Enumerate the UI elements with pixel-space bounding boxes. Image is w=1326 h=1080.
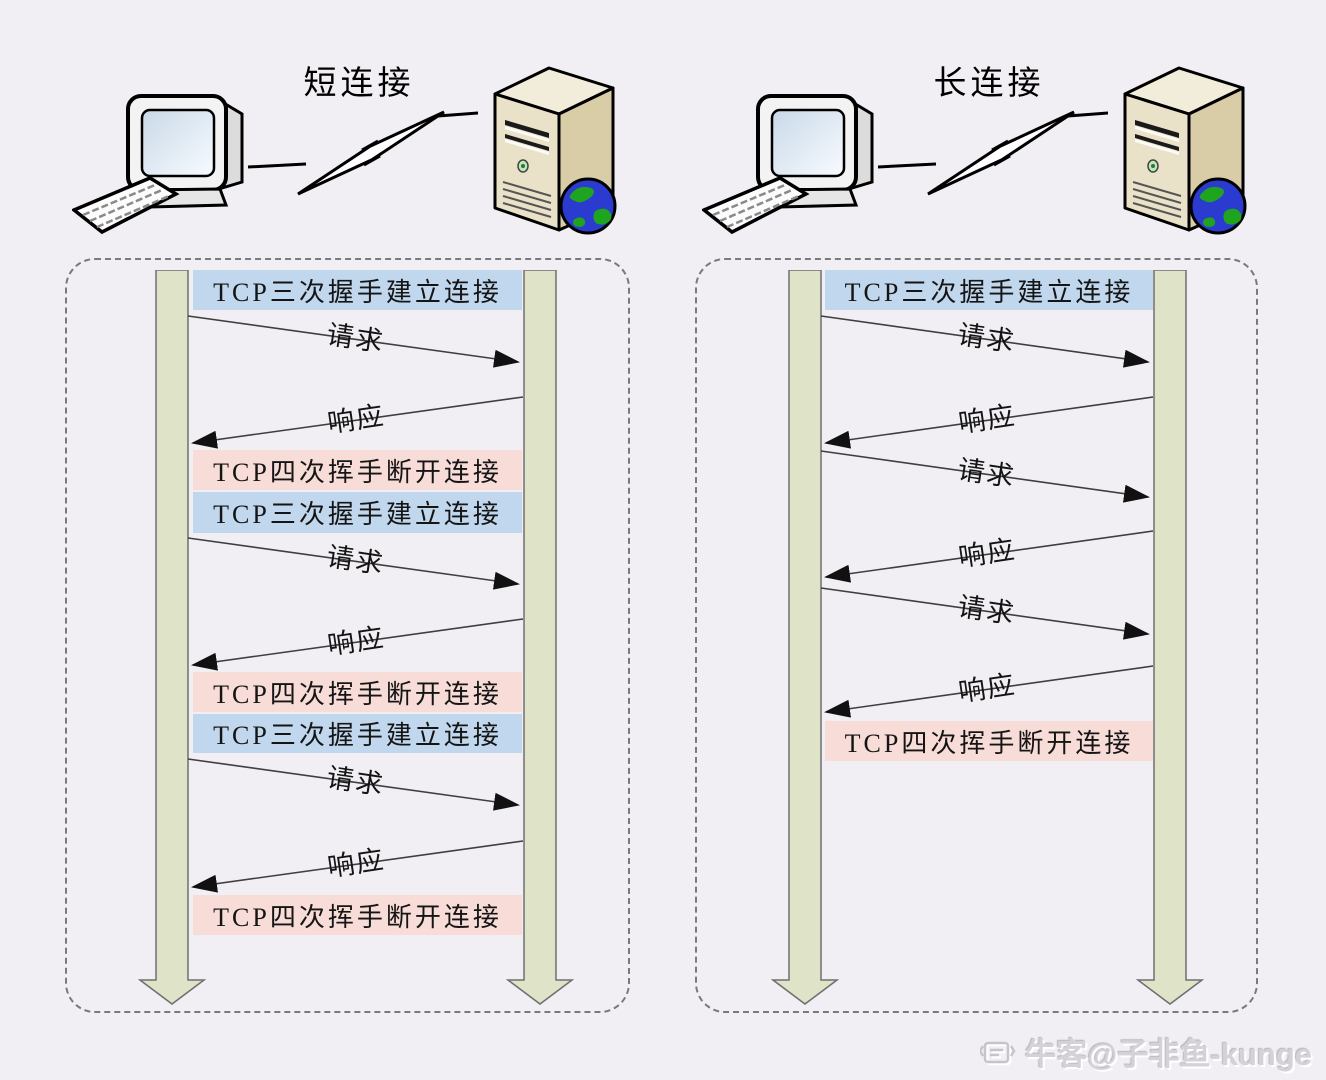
arrow-line (191, 618, 524, 671)
banner-handshake: TCP三次握手建立连接 (193, 714, 522, 753)
desktop-computer-icon (72, 94, 244, 235)
arrow-label: 响应 (956, 534, 1019, 573)
arrow-line (824, 396, 1154, 449)
request-arrow: 请求 (187, 535, 523, 590)
short-connection-box (65, 258, 630, 1013)
client-lifeline-arrow (138, 270, 206, 1005)
request-arrow: 请求 (820, 448, 1153, 503)
banner-label: TCP四次挥手断开连接 (213, 902, 502, 932)
server-lifeline-arrow (506, 270, 574, 1005)
banner-handshake: TCP三次握手建立连接 (825, 270, 1153, 310)
banner-handshake: TCP三次握手建立连接 (193, 492, 522, 533)
banner-label: TCP三次握手建立连接 (844, 277, 1134, 307)
arrow-line (824, 665, 1154, 718)
arrow-label: 请求 (324, 319, 387, 358)
desktop-computer-icon (702, 94, 874, 235)
banner-label: TCP四次挥手断开连接 (844, 728, 1134, 758)
watermark-text: 牛客@子非鱼-kunge (1025, 1037, 1312, 1072)
long-connection-title: 长连接 (933, 66, 1045, 102)
response-arrow: 响应 (188, 616, 524, 671)
lightning-link-icon (878, 110, 1108, 196)
banner-wavehand: TCP四次挥手断开连接 (825, 721, 1153, 761)
arrow-label: 请求 (955, 591, 1018, 630)
server-lifeline-arrow (1136, 270, 1204, 1005)
arrow-line (820, 450, 1150, 503)
arrow-label: 请求 (324, 541, 387, 580)
arrow-label: 请求 (955, 319, 1018, 358)
niuke-logo-icon (980, 1041, 1016, 1065)
request-arrow: 请求 (187, 313, 523, 368)
client-lifeline-arrow (771, 270, 839, 1005)
arrow-label: 请求 (324, 762, 387, 801)
arrow-line (187, 315, 520, 368)
server-globe-icon (1123, 66, 1247, 235)
banner-label: TCP三次握手建立连接 (213, 500, 502, 529)
request-arrow: 请求 (820, 585, 1153, 640)
response-arrow: 响应 (821, 394, 1154, 449)
arrow-label: 响应 (324, 622, 387, 661)
response-arrow: 响应 (821, 663, 1154, 718)
arrow-label: 请求 (955, 454, 1018, 493)
arrow-label: 响应 (956, 400, 1019, 439)
arrow-line (191, 396, 524, 449)
banner-wavehand: TCP四次挥手断开连接 (193, 672, 522, 712)
arrow-line (191, 840, 524, 893)
request-arrow: 请求 (187, 756, 523, 811)
long-connection-box (695, 258, 1258, 1013)
arrow-line (820, 315, 1150, 368)
banner-label: TCP三次握手建立连接 (213, 721, 502, 750)
lightning-link-icon (248, 110, 478, 196)
response-arrow: 响应 (188, 838, 524, 893)
arrow-label: 响应 (324, 400, 387, 439)
banner-label: TCP四次挥手断开连接 (213, 457, 502, 487)
banner-wavehand: TCP四次挥手断开连接 (193, 450, 522, 490)
arrow-label: 响应 (956, 669, 1019, 708)
banner-handshake: TCP三次握手建立连接 (193, 270, 522, 310)
arrow-line (820, 587, 1150, 640)
banner-wavehand: TCP四次挥手断开连接 (193, 895, 522, 935)
server-globe-icon (493, 66, 617, 235)
arrow-line (187, 537, 520, 590)
response-arrow: 响应 (188, 394, 524, 449)
banner-label: TCP四次挥手断开连接 (213, 679, 502, 709)
arrow-label: 响应 (324, 844, 387, 883)
arrow-line (824, 530, 1154, 583)
watermark: 牛客@子非鱼-kunge (980, 1029, 1312, 1074)
arrow-line (187, 758, 520, 811)
banner-label: TCP三次握手建立连接 (213, 277, 502, 307)
response-arrow: 响应 (821, 528, 1154, 583)
request-arrow: 请求 (820, 313, 1153, 368)
short-connection-title: 短连接 (303, 66, 415, 102)
